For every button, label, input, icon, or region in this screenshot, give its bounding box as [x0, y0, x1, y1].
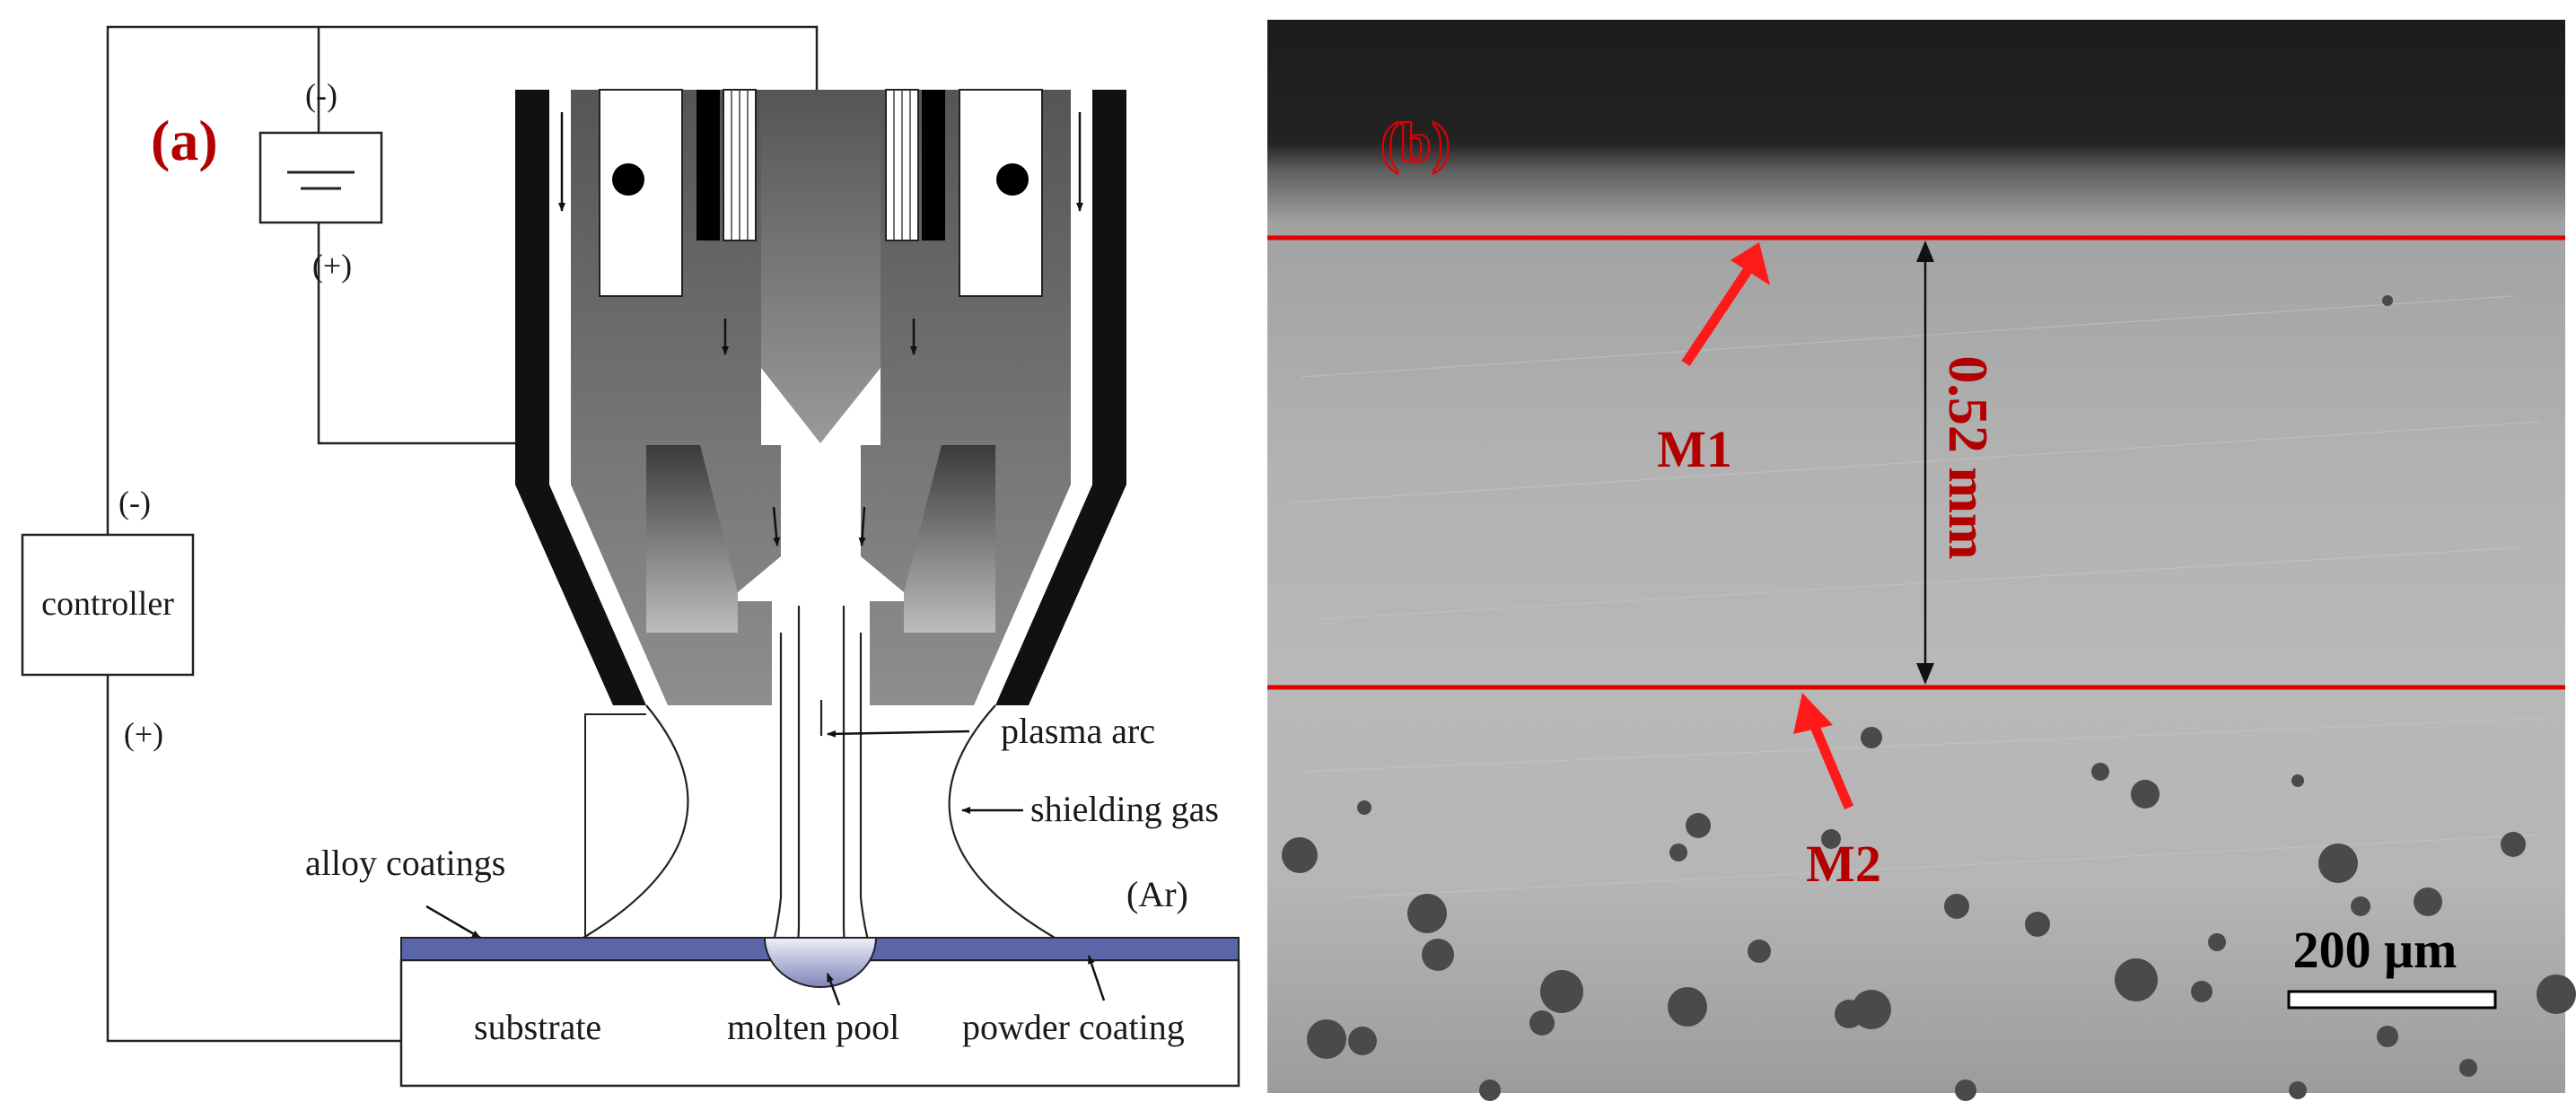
- pores: [1282, 295, 2576, 1101]
- torch-body: [571, 90, 781, 705]
- panel-a-label: (a): [151, 109, 218, 172]
- thickness-label: 0.52 mm: [1937, 355, 1998, 559]
- scale-bar-label: 200 μm: [2293, 921, 2458, 979]
- battery-negative-label: (-): [305, 77, 337, 113]
- plasma-arc-label: plasma arc: [1001, 711, 1155, 751]
- shielding-gas-left: [583, 704, 689, 939]
- panel-b-label: (b): [1380, 110, 1450, 174]
- plasma-torch: [515, 89, 1126, 966]
- powder-coating-label: powder coating: [962, 1007, 1185, 1047]
- sem-image: [1267, 20, 2565, 1093]
- shielding-gas-right: [948, 704, 1056, 939]
- controller-negative-label: (-): [118, 485, 151, 520]
- controller-label: controller: [41, 585, 174, 623]
- shielding-gas-label: shielding gas: [1030, 789, 1219, 829]
- thickness-dimension: [1916, 240, 1934, 685]
- controller-box: [21, 533, 195, 677]
- molten-pool: [763, 937, 878, 988]
- plasma-arc-column: [766, 606, 877, 966]
- panel-a-schematic: (-) (+) controller (-) (+) (a): [21, 25, 1240, 1088]
- tungsten-electrode: [761, 90, 881, 443]
- arrow-m1: [1681, 242, 1770, 367]
- alloy-coatings-leader: [425, 905, 481, 940]
- nozzle-insert: [646, 445, 738, 633]
- arrow-m2: [1793, 693, 1854, 810]
- molten-pool-leader: [826, 973, 841, 1006]
- powder-coating-leader: [1087, 955, 1106, 1001]
- battery-positive-label: (+): [312, 248, 352, 284]
- plasma-arc-leader: [827, 730, 970, 738]
- argon-label: (Ar): [1126, 874, 1188, 914]
- coolant-channel: [599, 89, 683, 297]
- controller-positive-label: (+): [124, 716, 163, 752]
- molten-pool-label: molten pool: [727, 1007, 899, 1047]
- gas-flow-arrows: [558, 112, 1083, 546]
- battery-symbol: [258, 131, 383, 224]
- m1-label: M1: [1657, 420, 1732, 478]
- torch-outer-shell: [515, 90, 646, 705]
- substrate-label: substrate: [474, 1007, 601, 1047]
- m2-label: M2: [1806, 835, 1881, 893]
- scale-bar: [2287, 990, 2497, 1009]
- alloy-coatings-label: alloy coatings: [305, 843, 505, 883]
- panel-b-micrograph: 0.52 mm M1 M2 (b) 200 μm: [1267, 20, 2576, 1101]
- circuit-wires: [106, 25, 819, 1043]
